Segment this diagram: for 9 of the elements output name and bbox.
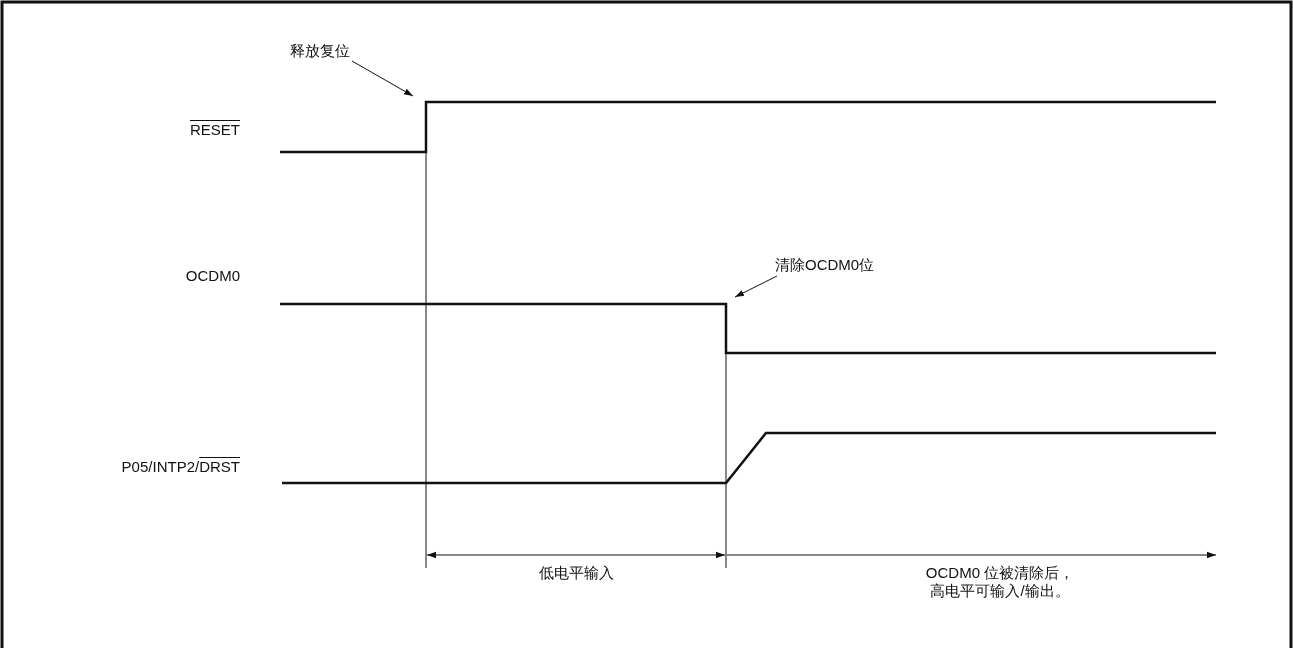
signal-label: P05/INTP2/DRST (121, 458, 240, 476)
signal-label: RESET (190, 121, 240, 139)
leader-arrow (351, 60, 414, 97)
callout-text: 释放复位 (290, 42, 350, 60)
signal-label: OCDM0 (185, 267, 240, 285)
callout-text: 清除OCDM0位 (775, 256, 875, 274)
interval-label: OCDM0 位被清除后，高电平可输入/输出。 (924, 564, 1076, 600)
leader-arrow (734, 275, 778, 298)
interval-label: 低电平输入 (538, 564, 614, 582)
